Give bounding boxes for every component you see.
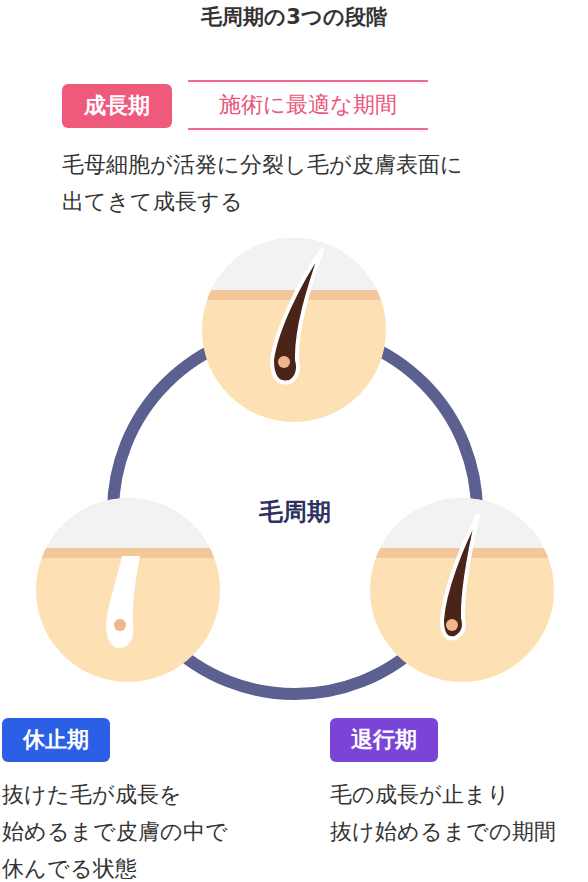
ring-label: 毛周期: [259, 496, 331, 528]
phase-badge: 成長期毛母細胞が活発に分裂し毛が皮膚表面に 出てきて成長する: [62, 84, 172, 128]
phase-name: 休止期: [2, 718, 110, 762]
phase-badge: 休止期抜けた毛が成長を 始めるまで皮膚の中で 休んでる状態: [2, 718, 110, 762]
ring-label-wrap: 毛周期: [107, 324, 483, 700]
tag-text: 施術に最適な期間: [188, 82, 428, 128]
phase-name: 退行期: [330, 718, 438, 762]
phase-description: 毛母細胞が活発に分裂し毛が皮膚表面に 出てきて成長する: [62, 146, 542, 220]
cycle-ring: 毛周期: [107, 324, 483, 700]
phase-name: 成長期: [62, 84, 172, 128]
phase-description: 毛の成長が止まり 抜け始めるまでの期間: [330, 776, 586, 850]
highlight-tag: 施術に最適な期間: [188, 80, 428, 130]
phase-badge: 退行期毛の成長が止まり 抜け始めるまでの期間: [330, 718, 438, 762]
diagram-title: 毛周期の3つの段階: [0, 2, 588, 32]
phase-description: 抜けた毛が成長を 始めるまで皮膚の中で 休んでる状態: [2, 776, 272, 882]
